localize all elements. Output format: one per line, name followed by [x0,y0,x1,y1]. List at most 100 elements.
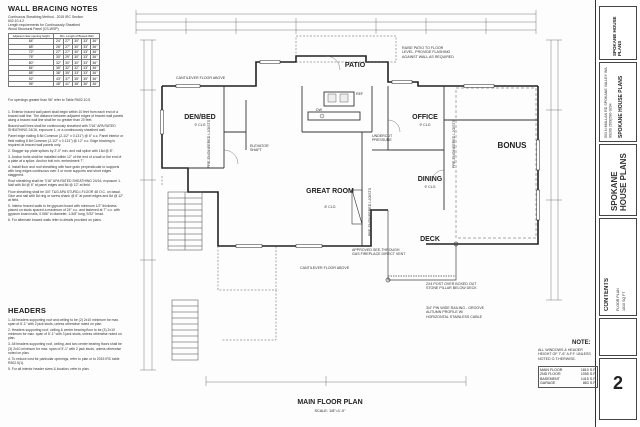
windows [160,60,540,248]
area-row: GARAGE 863 S.F. [540,381,596,385]
table-row: 64"24"27"30"33"36" [7,38,101,45]
bonus-outline [455,87,537,239]
method-line: Wood Structural Panel (CS-WSP) [8,27,59,32]
deck-outline [385,210,459,283]
room-label-office: OFFICE [412,114,438,121]
list-item: Braced wall lines shall be continuously … [8,124,116,133]
wall-bracing-title: WALL BRACING NOTES [8,4,98,13]
room-ceiling-den-bed: 9' CLG [194,123,206,127]
area-row: 2ND FLOOR 1055 S.F. [540,372,596,376]
room-ceiling-office: 9' CLG [419,123,431,127]
table-row: 72"27"27"30"33"36" [7,48,101,56]
header-notes-list: 1. All headers supporting roof and ceili… [8,318,124,373]
callout-ijoist-left: PRE-ENGINEERED I-JOISTS [207,119,211,168]
interior-walls [162,86,538,246]
list-item: 3. All headers supporting roof, ceiling,… [8,342,122,355]
floor-plan-drawing [135,10,562,386]
list-item: Roof sheathing shall be 7/16" APA RATED … [8,179,121,188]
contents-label: CONTENTS [604,278,610,311]
room-label-deck: DECK [420,236,440,243]
plan-title: MAIN FLOOR PLAN [297,399,363,406]
list-item: 6. For alternate braced walls refer to d… [8,218,102,223]
address-box: 503 N MULLAN RD SPOKANE VALLEY WA 99206 … [599,62,637,142]
bracing-length-table: Adjacent clear opening height Min. Lengt… [7,32,101,87]
list-item: 2. Stagger top plate splices by 2'-0" mi… [8,148,114,153]
list-item: 4. Install floor and roof sheathing with… [8,165,120,178]
sheet-number-box: 2 [599,358,637,420]
callout-undercut: UNDERCUT PRESSURE [372,134,393,143]
list-item: 5. Interior braced walls to be gypsum bo… [8,203,120,216]
list-item: 5. For all interior header sizes & locat… [8,366,90,371]
company-logo: SPOKANE HOUSE PLANS [610,153,628,211]
callout-cantilever-top: CANTILEVER FLOOR ABOVE [176,76,226,80]
room-label-den-bed: DEN/BED [184,114,216,121]
dimension-lines [135,10,562,386]
company-name: SPOKANE HOUSE PLANS [618,75,624,138]
plan-scale: SCALE: 1/8"=1'-0" [314,409,346,413]
room-ceiling-great-room: 8' CLG [324,205,336,209]
note-text: ALL WINDOWS & HEADER HEIGHT OF 7'-6" A.F… [538,348,591,361]
note-title: NOTE: [572,340,591,346]
area-value: 1415 S.F. [580,376,596,381]
area-row: MAIN FLOOR 1810 S.F. [540,368,596,372]
callout-ijoist-center: PRE-ENGINEERED I-JOISTS [368,187,372,236]
area-value: 1810 S.F. [580,368,596,372]
callout-fireplace: APPROVED SEE-THROUGH GAS FIREPLACE DIREC… [352,248,406,257]
area-table: MAIN FLOOR 1810 S.F. 2ND FLOOR 1055 S.F.… [538,366,598,388]
table-header: Min. Length of Braced Wall [53,32,100,40]
callout-cantilever-bottom: CANTILEVER FLOOR ABOVE [300,266,350,270]
area-label: GARAGE [540,381,556,386]
table-cell: 41" [62,80,73,87]
list-item: 1. Exterior braced wall panel shall begi… [8,110,124,123]
method-line: Continuous Sheathing Method - 2015 IRC S… [8,15,84,19]
headers-title: HEADERS [8,306,47,315]
contents-line: 1810 SQ FT [622,291,626,311]
area-value: 863 S.F. [582,381,596,386]
area-row: BASEMENT 1415 S.F. [540,377,596,381]
area-label: MAIN FLOOR [540,368,563,372]
callout-patio-flashing: RAISE PATIO TO FLOOR LEVEL. PROVIDE FLAS… [402,46,454,59]
table-cell: 36" [80,80,91,87]
table-header: Adjacent clear opening height [7,32,55,40]
list-item: 1. All headers supporting roof and ceili… [8,318,120,327]
bracing-method: Continuous Sheathing Method - 2015 IRC S… [8,15,126,31]
opening-note: For openings greater than 96" refer to T… [8,98,91,102]
room-label-bonus: BONUS [497,141,527,150]
logo-box: SPOKANE HOUSE PLANS [599,144,637,216]
method-line: 602.10.4.2 [8,19,25,24]
bracing-notes-list: 1. Exterior braced wall panel shall begi… [8,110,124,224]
room-label-dining: DINING [417,176,443,183]
table-row: 96"48"41"38"36"36" [7,80,101,87]
room-label-patio: PATIO [344,62,366,69]
cantilever-lines [161,176,277,341]
callout-dw: DW [316,108,322,112]
callout-elevator: ELEVATOR SHAFT [250,144,269,153]
door-swings [223,55,445,183]
list-item: 2. Headers supporting roof, ceiling & ce… [8,328,122,341]
title-block-top-text: SPOKANE HOUSE PLANS [612,16,622,56]
table-cell: 38" [71,80,82,87]
room-ceiling-dining: 9' CLG [424,185,436,189]
patio-outline [295,35,397,63]
fireplace [351,189,363,225]
callout-railing: 3/4" PIN WIDE RAILING - GROOVE AUTUMN PR… [426,306,484,319]
list-item: 4. To reduce cost for particular opening… [8,356,120,365]
area-label: 2ND FLOOR [540,372,561,377]
sheet-info-box [599,318,637,356]
sheet-number: 2 [612,373,623,393]
method-line: Length requirements for Continuously She… [8,23,81,28]
kitchen-fixtures [319,93,349,119]
company-address: 503 N MULLAN RD SPOKANE VALLEY WA 99206 … [604,67,613,138]
title-block-logo-box: SPOKANE HOUSE PLANS [599,6,637,60]
area-value: 1055 S.F. [580,372,596,377]
callout-ref: REF [356,92,364,96]
table-cell: 48" [53,80,64,87]
list-item: 3. Anchor bolts shall be installed withi… [8,154,122,163]
table-cell: 36" [89,80,101,87]
contents-line: FLOOR PLAN [616,288,620,311]
room-label-great-room: GREAT ROOM [306,188,354,195]
stairs [167,191,203,361]
callout-deck-post: 2X4 POST OVER BOXED OUT STONE PILLAR BEL… [426,282,477,291]
area-label: BASEMENT [540,376,560,381]
